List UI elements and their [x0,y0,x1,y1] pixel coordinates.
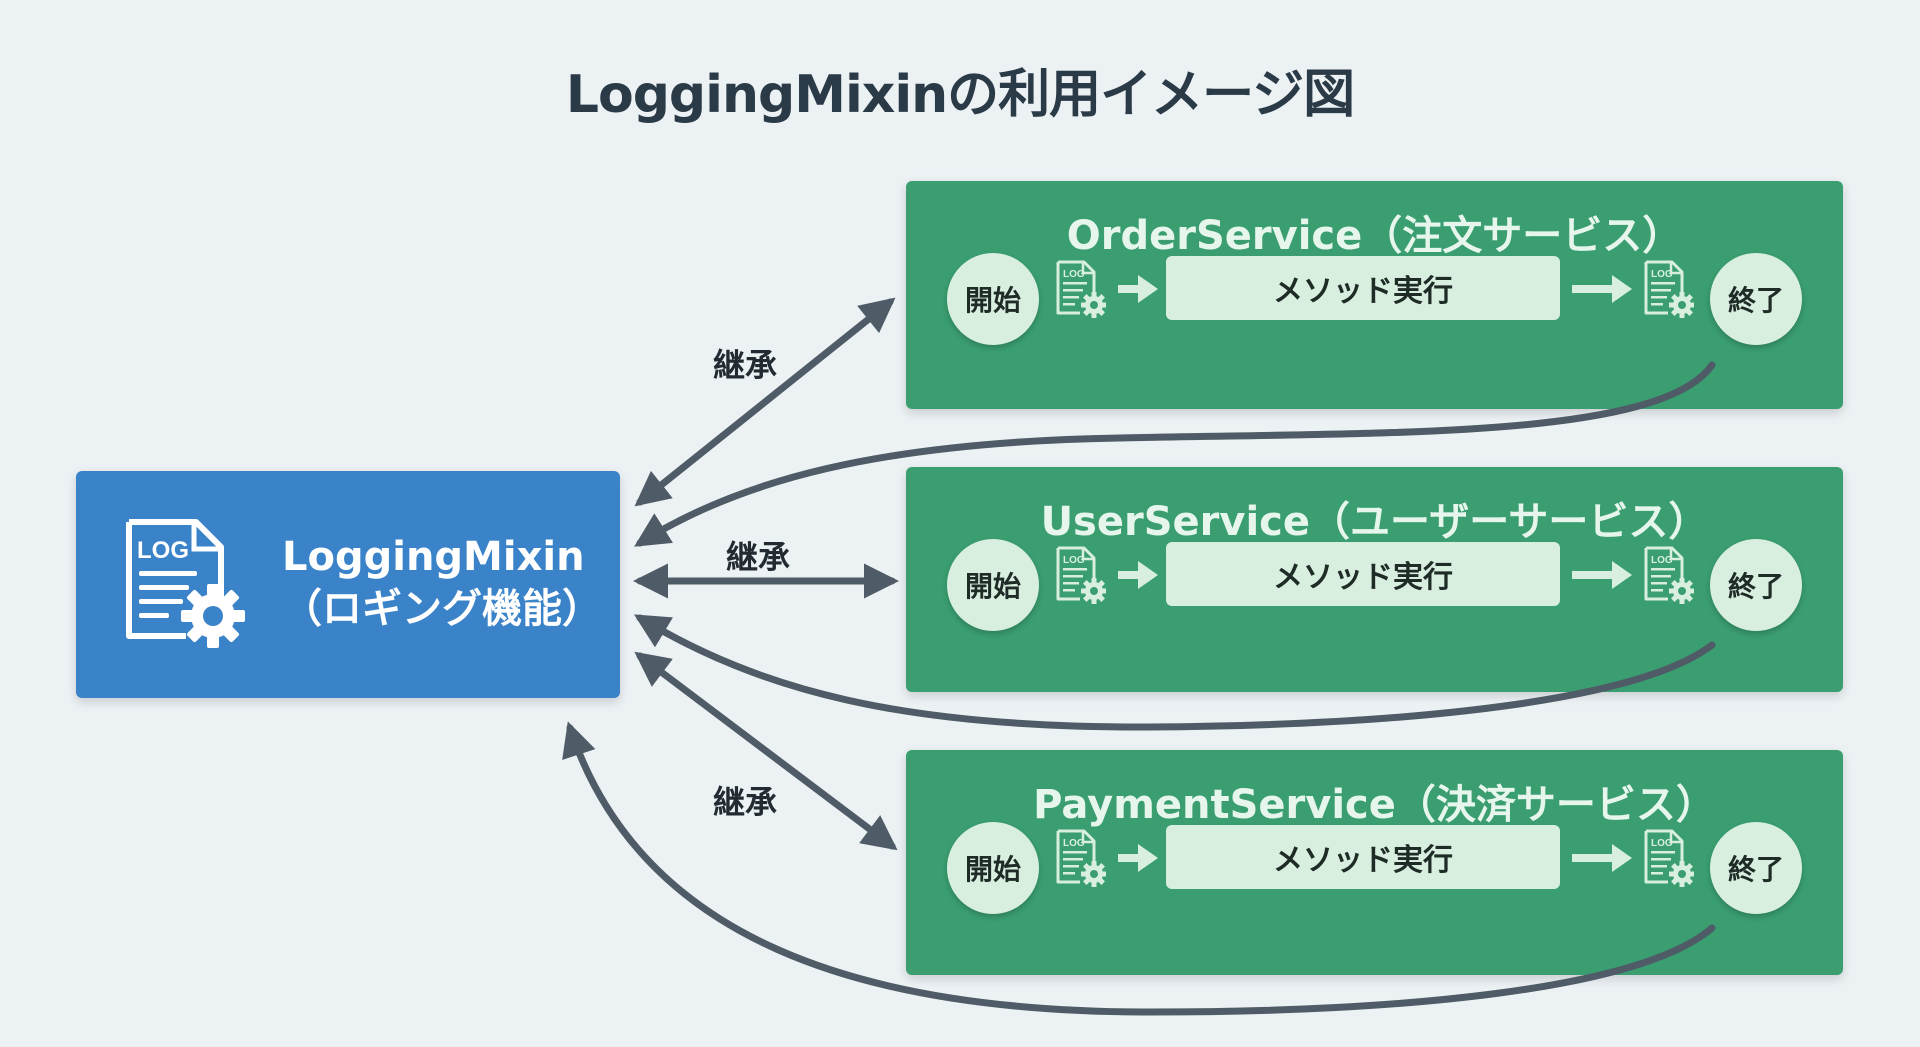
log-gear-icon [1644,829,1694,888]
method-execution: メソッド実行 [1166,542,1560,606]
arrow-right-icon [1118,561,1158,589]
start-node: 開始 [947,253,1039,345]
service-box-payment: PaymentService（決済サービス） 開始 メソッド実行 終了 [906,750,1843,975]
inheritance-label: 継承 [713,783,778,821]
inheritance-arrow-order [634,297,896,507]
end-node: 終了 [1710,253,1802,345]
logging-mixin-box: LOG LoggingMixin （ロギング機能） [76,471,620,698]
method-execution: メソッド実行 [1166,256,1560,320]
mixin-name-ja: （ロギング機能） [282,586,602,632]
service-box-user: UserService（ユーザーサービス） 開始 メソッド実行 終了 [906,467,1843,692]
start-node: 開始 [947,539,1039,631]
service-title: OrderService（注文サービス） [1066,213,1683,259]
diagram-title: LoggingMixinの利用イメージ図 [565,65,1355,125]
arrow-right-icon [1572,275,1632,303]
inheritance-label: 継承 [726,538,791,576]
method-execution: メソッド実行 [1166,825,1560,889]
log-gear-icon: LOG [126,519,245,648]
service-title: PaymentService（決済サービス） [1033,782,1716,828]
mixin-name-en: LoggingMixin [282,534,585,580]
end-node: 終了 [1710,539,1802,631]
end-node: 終了 [1710,822,1802,914]
log-gear-icon [1644,260,1694,319]
arrow-right-icon [1118,844,1158,872]
start-node: 開始 [947,822,1039,914]
log-gear-icon [1644,546,1694,605]
service-title: UserService（ユーザーサービス） [1040,499,1709,545]
log-gear-icon [1056,546,1106,605]
mixin-name: LoggingMixin （ロギング機能） [282,531,602,635]
log-gear-icon [1056,829,1106,888]
arrow-right-icon [1572,561,1632,589]
inheritance-label: 継承 [713,346,778,384]
arrow-right-icon [1118,275,1158,303]
service-box-order: OrderService（注文サービス） 開始 メソッド実行 終了 [906,181,1843,409]
svg-text:LOG: LOG [137,537,189,564]
log-gear-icon [1056,260,1106,319]
arrow-right-icon [1572,844,1632,872]
